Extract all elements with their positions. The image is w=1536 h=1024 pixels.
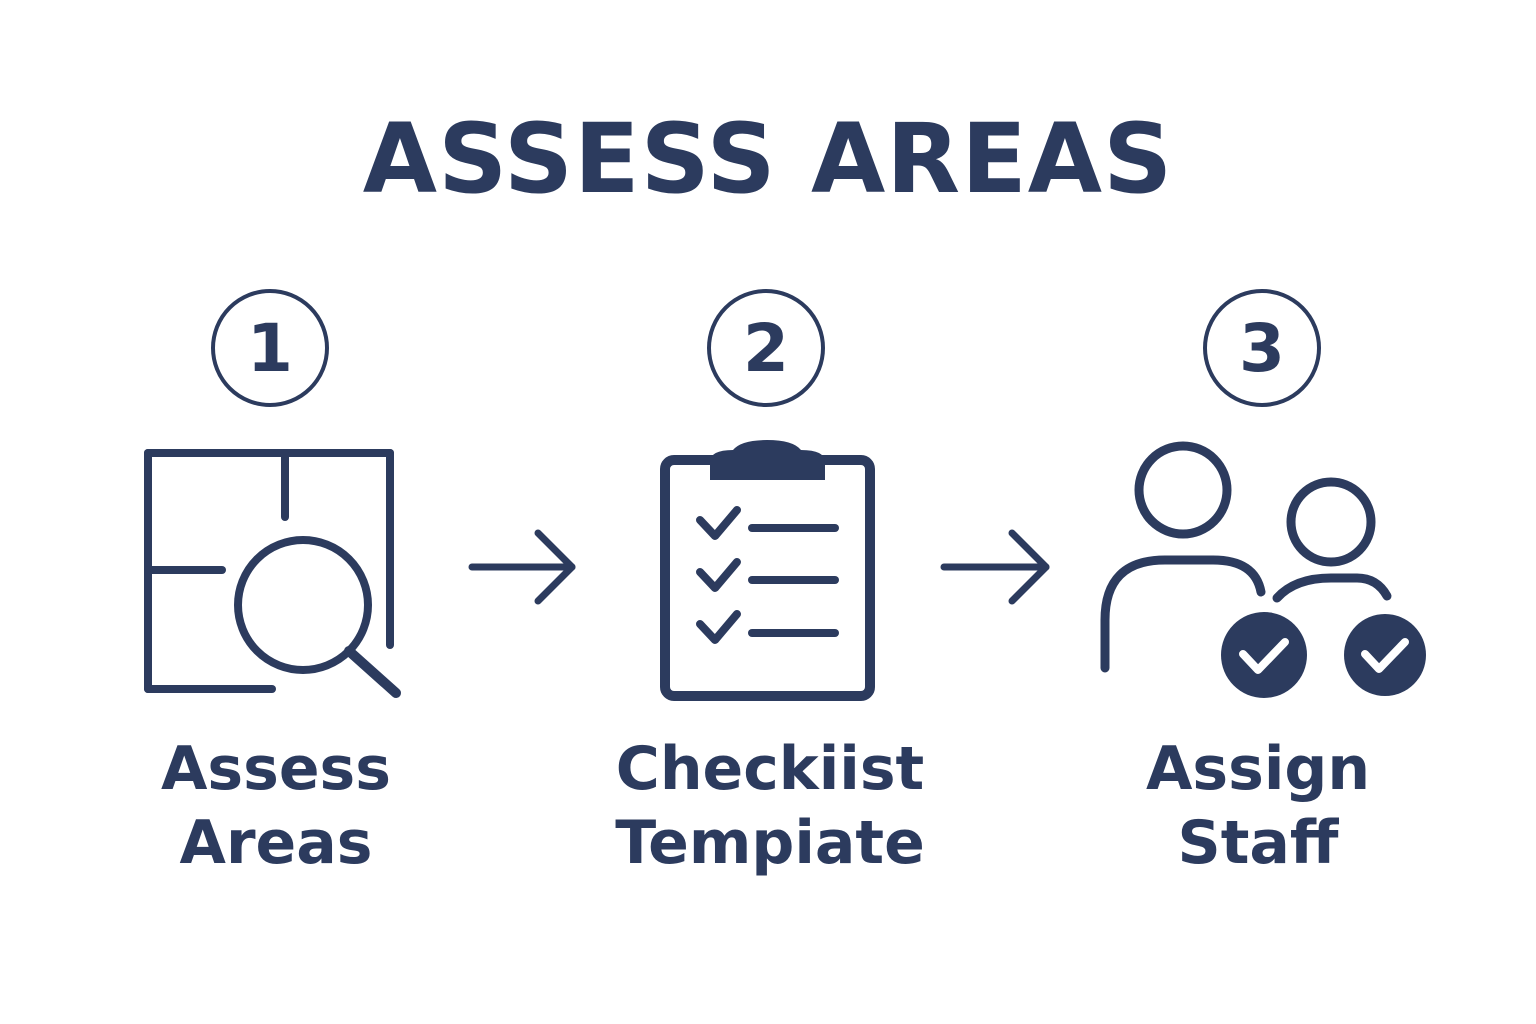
step-3-number-badge: 3	[1203, 289, 1321, 407]
step-1-number-badge: 1	[211, 289, 329, 407]
step-1-label: Assess Areas	[96, 732, 456, 880]
page-title: ASSESS AREAS	[362, 103, 1174, 215]
arrow-right-icon	[468, 529, 576, 605]
arrow-right-icon	[940, 529, 1050, 605]
step-3-label-line-2: Staff	[1177, 808, 1339, 878]
staff-with-checkmarks-icon	[1100, 441, 1426, 698]
step-3-label-line-1: Assign	[1145, 734, 1371, 804]
step-2-number-badge: 2	[707, 289, 825, 407]
step-1-label-line-1: Assess	[161, 734, 391, 804]
step-3-label: Assign Staff	[1078, 732, 1438, 880]
step-2-label-line-1: Checkiist	[615, 734, 925, 804]
step-2-label-line-2: Tempiate	[615, 808, 925, 878]
clipboard-checklist-icon	[660, 440, 875, 701]
floorplan-magnifier-icon	[144, 449, 401, 698]
step-1-label-line-2: Areas	[179, 808, 373, 878]
step-2-label: Checkiist Tempiate	[590, 732, 950, 880]
